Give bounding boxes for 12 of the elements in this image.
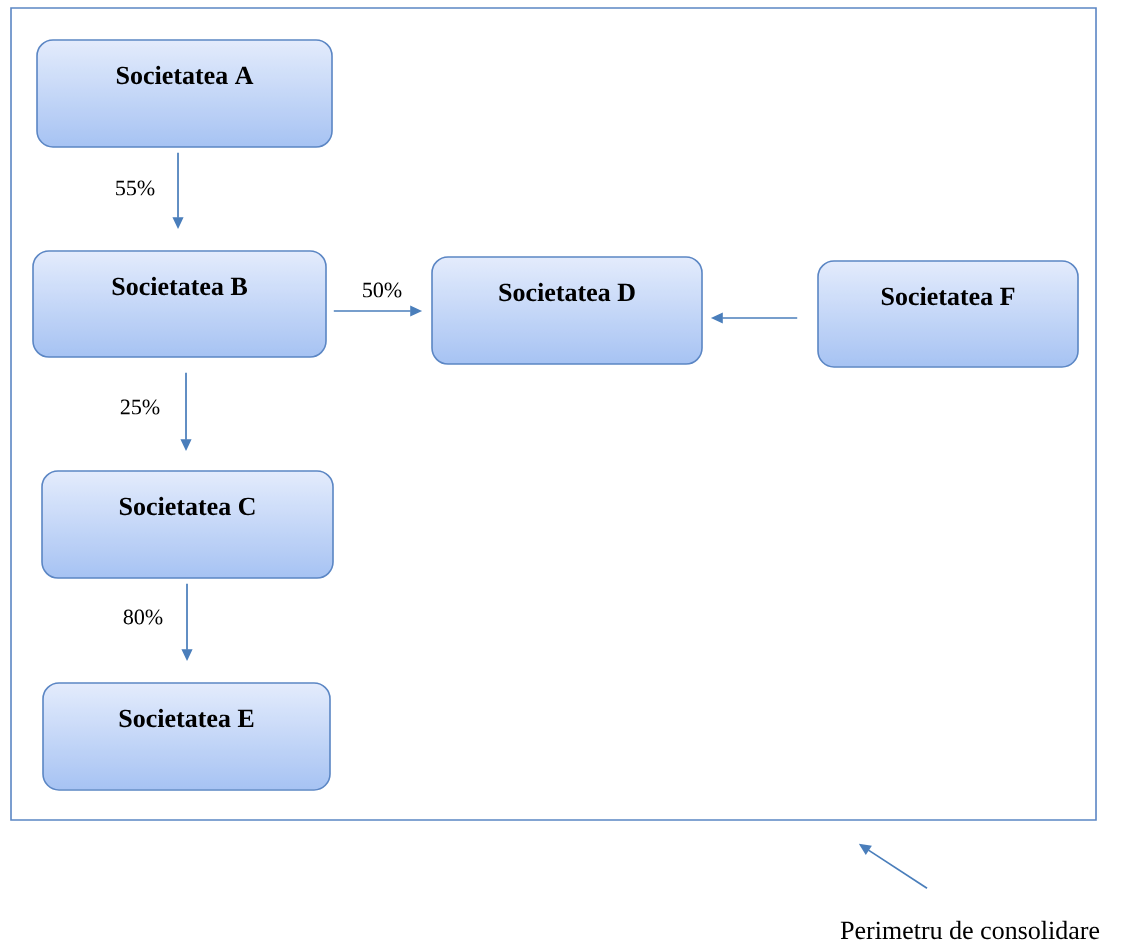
company-box: Societatea B bbox=[32, 250, 327, 358]
edge-label: 25% bbox=[118, 398, 162, 416]
caption-text: Perimetru de consolidare bbox=[840, 920, 1100, 940]
company-box: Societatea C bbox=[41, 470, 334, 579]
perimeter-frame bbox=[10, 7, 1097, 821]
company-box: Societatea E bbox=[42, 682, 331, 791]
edge-label: 50% bbox=[360, 281, 404, 299]
company-box: Societatea A bbox=[36, 39, 333, 148]
edge-label: 80% bbox=[121, 608, 165, 626]
company-box: Societatea D bbox=[431, 256, 703, 365]
company-box: Societatea F bbox=[817, 260, 1079, 368]
edge-label: 55% bbox=[113, 179, 157, 197]
